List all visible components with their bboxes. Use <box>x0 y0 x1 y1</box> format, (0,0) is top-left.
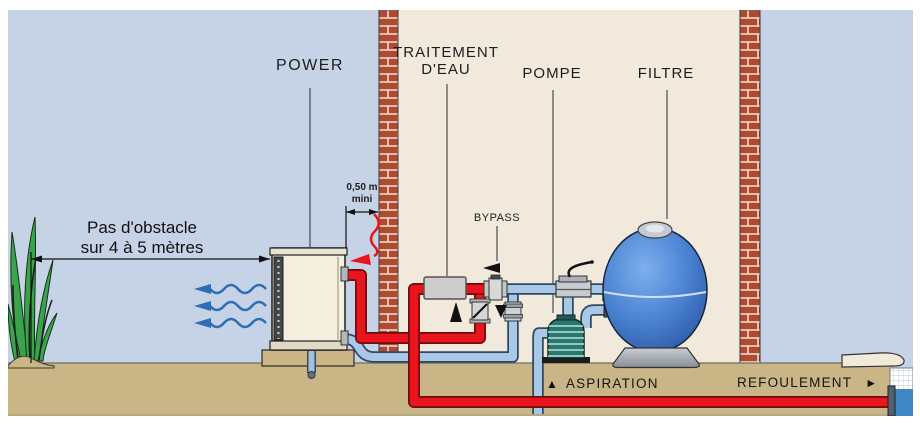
suction-up-arrow-icon: ▲ <box>546 376 558 391</box>
diagram-figure: POWER TRAITEMENT D'EAU POMPE FILTRE BYPA… <box>8 10 913 416</box>
wall-distance-note: mini <box>351 194 373 205</box>
water-treatment-unit <box>423 276 467 300</box>
heat-pump-unit <box>261 247 355 367</box>
heat-pump-body <box>271 247 346 351</box>
fan-grille <box>273 256 284 341</box>
suction-text: ASPIRATION <box>565 376 659 391</box>
sand-filter <box>602 221 708 369</box>
suction-label: ▲ ASPIRATION <box>546 376 659 391</box>
clearance-label-line1: Pas d'obstacle <box>86 218 198 237</box>
hot-air-arrow-icon <box>350 213 380 265</box>
filter-base <box>612 347 700 369</box>
wall-distance-label: 0,50 m mini <box>346 182 377 206</box>
filtration-pump <box>542 314 590 363</box>
diagram-graphics <box>8 10 913 416</box>
flow-left-arrow-icon <box>483 263 500 273</box>
heat-pump-top-cap <box>269 247 348 256</box>
cold-water-pipes <box>344 283 614 414</box>
isolation-valve <box>503 301 523 322</box>
clearance-label: Pas d'obstacle sur 4 à 5 mètres <box>81 218 204 258</box>
wall-distance-value: 0,50 m <box>346 182 378 193</box>
return-text: REFOULEMENT <box>737 375 853 390</box>
swimming-pool <box>841 352 913 416</box>
filter-label: FILTRE <box>637 65 695 82</box>
clearance-label-line2: sur 4 à 5 mètres <box>80 238 204 257</box>
water-treatment-label-line1: TRAITEMENT <box>393 44 499 61</box>
bypass-label: BYPASS <box>473 212 521 224</box>
check-valve <box>469 298 491 324</box>
valve-handle <box>567 260 593 278</box>
pool-wall <box>887 385 896 416</box>
flow-down-arrow-icon <box>495 305 507 318</box>
water-treatment-label: TRAITEMENT D'EAU <box>393 44 499 78</box>
flow-up-arrow-icon <box>450 302 462 322</box>
multiport-valve <box>555 260 594 298</box>
leader-lines <box>309 84 668 313</box>
pump-label: POMPE <box>522 65 582 82</box>
pool-coping <box>841 352 905 368</box>
return-right-arrow-icon: ► <box>865 375 878 390</box>
flow-direction-arrows <box>450 263 507 322</box>
condensate-drain-pipe <box>307 351 316 379</box>
wall-clearance-dimension-arrow <box>345 206 378 248</box>
heat-pump-bottom-rail <box>269 340 348 351</box>
airflow-arrows-icon <box>194 283 267 329</box>
return-label: REFOULEMENT ► <box>737 375 877 390</box>
heat-pump-connectors <box>340 266 349 346</box>
pool-water <box>894 389 913 416</box>
bypass-valve <box>483 274 508 301</box>
water-treatment-label-line2: D'EAU <box>421 61 471 78</box>
grass-plant <box>8 216 58 369</box>
right-brick-wall <box>739 10 761 364</box>
clearance-dimension-arrow <box>30 252 270 363</box>
heat-pump-label: POWER <box>276 57 344 74</box>
